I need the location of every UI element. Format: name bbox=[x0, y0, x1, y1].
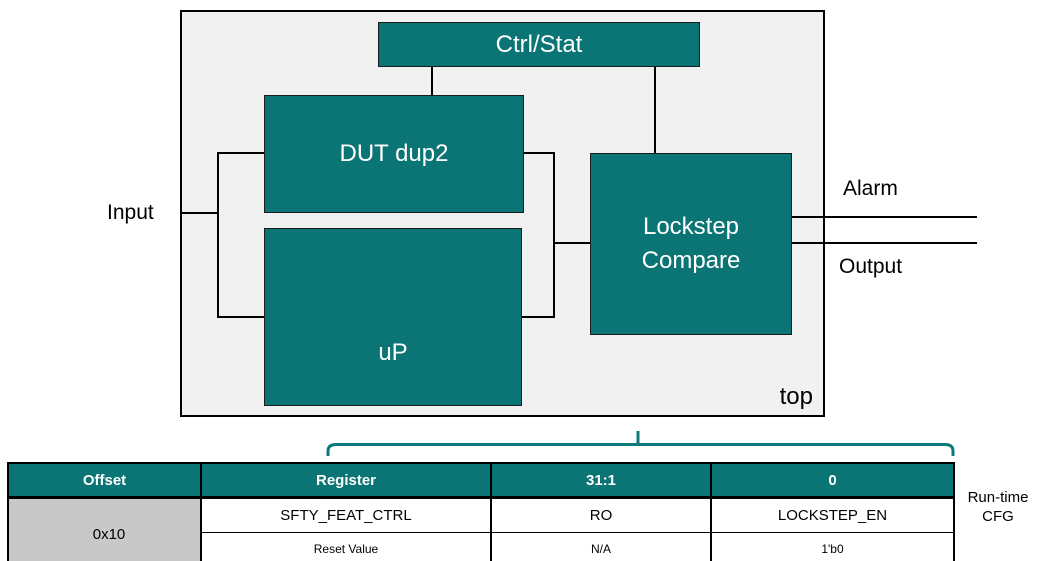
cell-reset-label: Reset Value bbox=[200, 532, 492, 561]
register-table-header-row: Offset Register 31:1 0 bbox=[7, 462, 955, 499]
cell-bits-31-1-access: RO bbox=[490, 497, 712, 533]
register-table: Offset Register 31:1 0 0x10 SFTY_FEAT_CT… bbox=[7, 462, 955, 561]
block-up-label: uP bbox=[378, 339, 408, 366]
cell-bit-0-field: LOCKSTEP_EN bbox=[710, 497, 955, 533]
wire-ctrl-to-dut bbox=[431, 64, 433, 96]
table-row: 0x10 SFTY_FEAT_CTRL RO LOCKSTEP_EN bbox=[7, 497, 955, 561]
wire-split-to-dut bbox=[217, 152, 265, 154]
output-port-label: Output bbox=[839, 255, 903, 278]
block-ctrl-stat-label: Ctrl/Stat bbox=[495, 30, 583, 58]
block-ctrl-stat: Ctrl/Stat bbox=[378, 22, 700, 67]
input-port-label: Input bbox=[107, 201, 154, 224]
header-offset: Offset bbox=[7, 462, 202, 499]
alarm-port-label: Alarm bbox=[843, 177, 898, 200]
block-up: uP bbox=[264, 228, 522, 406]
runtime-cfg-line1: Run-time bbox=[967, 489, 1029, 506]
wire-merge bbox=[553, 152, 555, 318]
block-dut-dup2-label: DUT dup2 bbox=[339, 140, 449, 167]
header-bits-31-1: 31:1 bbox=[490, 462, 712, 499]
top-module-label: top bbox=[779, 383, 813, 410]
block-lockstep-compare-label: Lockstep Compare bbox=[641, 213, 741, 274]
runtime-cfg-line2: CFG bbox=[982, 508, 1014, 525]
wire-output bbox=[788, 242, 977, 244]
wire-dut-out bbox=[521, 152, 555, 154]
block-lockstep-compare: Lockstep Compare bbox=[590, 153, 792, 335]
wire-split-to-up bbox=[217, 316, 265, 318]
cell-reset-bit-0: 1'b0 bbox=[710, 532, 955, 561]
runtime-cfg-note: Run-time CFG bbox=[955, 488, 1041, 526]
header-register: Register bbox=[200, 462, 492, 499]
wire-input bbox=[181, 212, 219, 214]
cell-reset-31-1: N/A bbox=[490, 532, 712, 561]
wire-up-out bbox=[521, 316, 555, 318]
header-bit-0: 0 bbox=[710, 462, 955, 499]
cell-offset: 0x10 bbox=[7, 497, 202, 561]
wire-merge-to-lockstep bbox=[553, 242, 593, 244]
wire-ctrl-to-lockstep bbox=[654, 64, 656, 155]
block-dut-dup2: DUT dup2 bbox=[264, 95, 524, 213]
wire-alarm bbox=[788, 216, 977, 218]
wire-input-split bbox=[217, 152, 219, 318]
cell-register-name: SFTY_FEAT_CTRL bbox=[200, 497, 492, 533]
table-row-reset-value: Reset Value N/A 1'b0 bbox=[8, 532, 955, 561]
